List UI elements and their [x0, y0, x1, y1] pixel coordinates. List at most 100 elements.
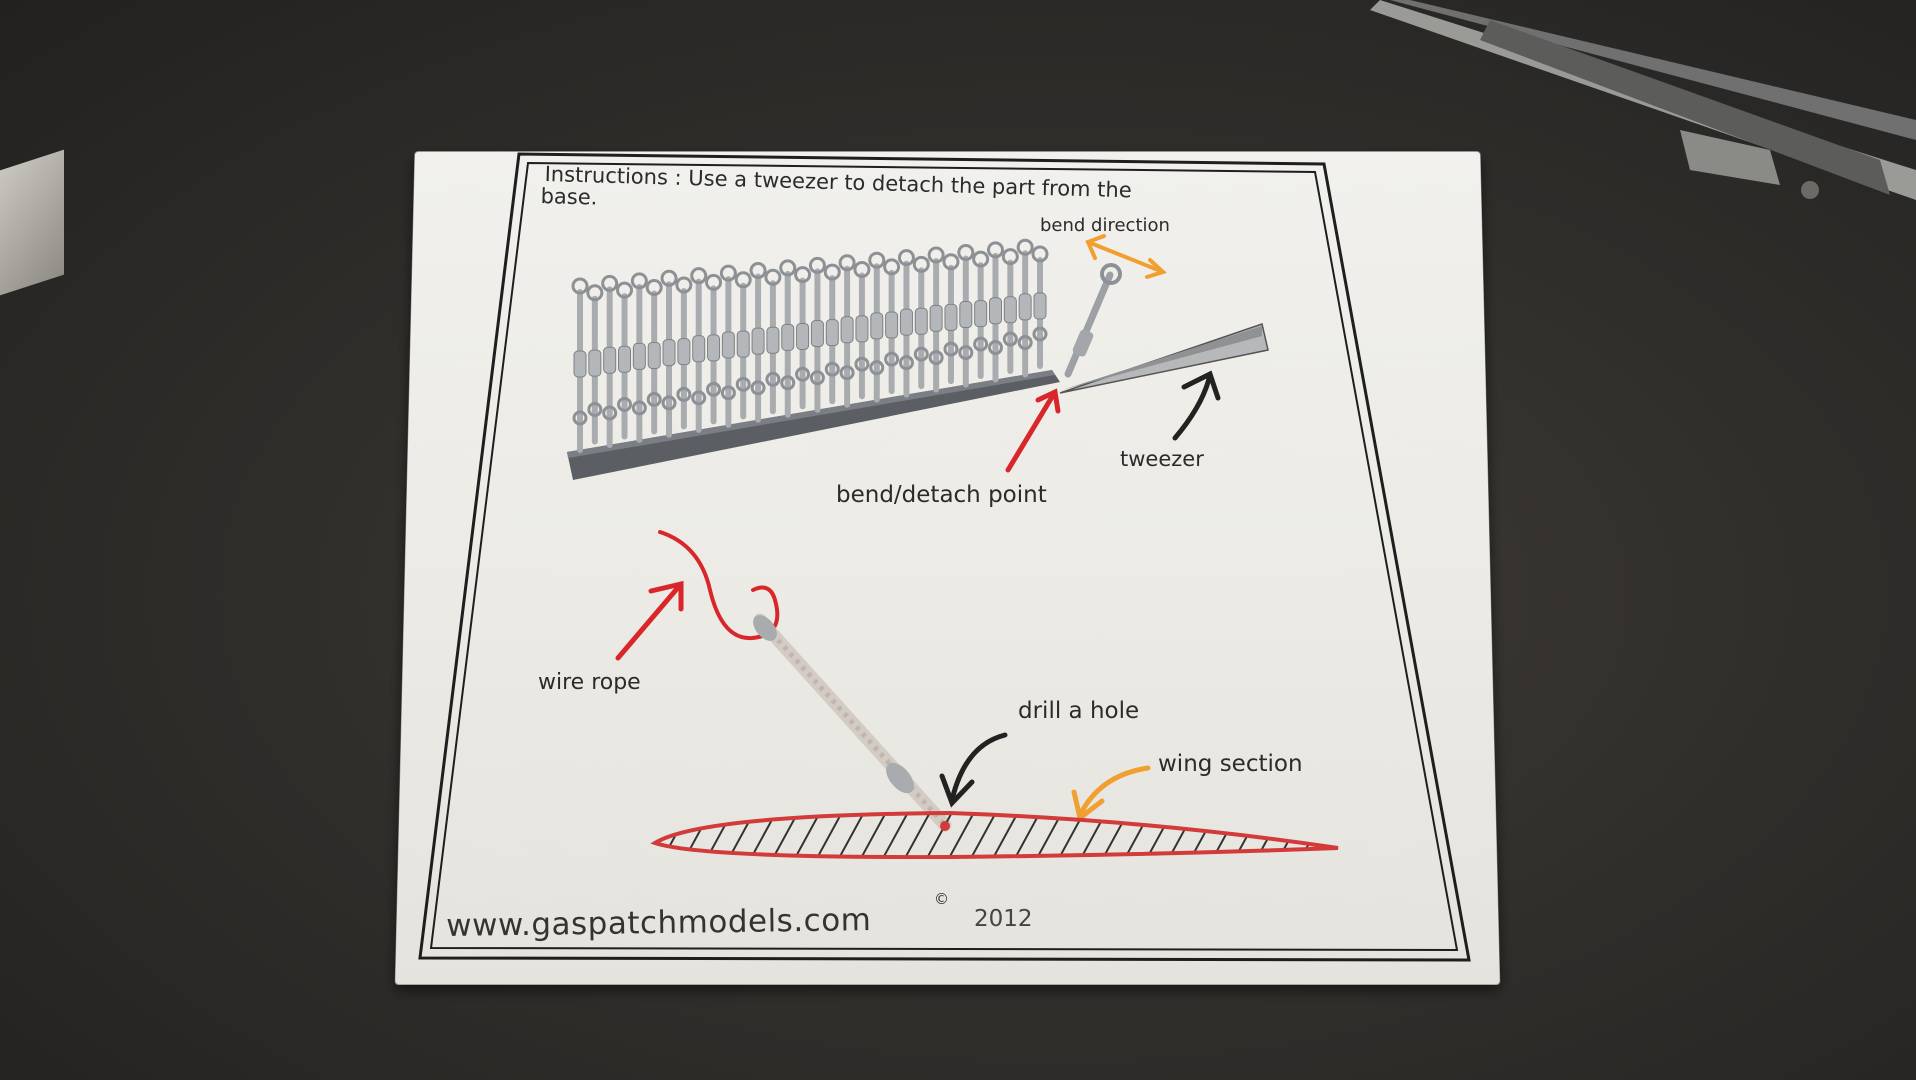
wire-rope-arrow-icon	[615, 580, 684, 661]
turnbuckle-body	[781, 323, 795, 351]
turnbuckle-joint	[587, 401, 603, 417]
turnbuckle-joint	[987, 340, 1003, 356]
turnbuckle-joint	[691, 390, 707, 406]
turnbuckle-eye	[734, 271, 752, 289]
turnbuckle-body	[988, 297, 1002, 325]
turnbuckle-eye	[868, 251, 886, 269]
instructions-line-2: base.	[540, 184, 598, 210]
turnbuckle-joint	[602, 405, 618, 421]
turnbuckle-body	[588, 349, 602, 377]
turnbuckle-joint	[646, 391, 662, 407]
drill-hole-arrow-icon	[939, 732, 1008, 808]
turnbuckle-eye	[690, 267, 708, 285]
turnbuckle-joint	[1017, 335, 1033, 351]
turnbuckle-joint	[884, 351, 900, 367]
turnbuckle-eye	[586, 284, 604, 302]
turnbuckle-joint	[750, 380, 766, 396]
turnbuckle-body	[766, 326, 780, 354]
turnbuckle-body	[855, 315, 869, 343]
turnbuckle-body	[751, 327, 765, 355]
turnbuckle-body	[914, 307, 928, 335]
turnbuckle-body	[1033, 292, 1047, 320]
turnbuckle-joint	[839, 365, 855, 381]
turnbuckle-eye	[601, 274, 619, 292]
turnbuckle-joint	[973, 336, 989, 352]
turnbuckle-eye	[927, 246, 945, 264]
turnbuckle-body	[796, 322, 810, 350]
turnbuckle-eye	[660, 269, 678, 287]
turnbuckle-body	[929, 304, 943, 332]
turnbuckle-joint	[928, 350, 944, 366]
turnbuckle-joint	[958, 345, 974, 361]
sprue-base	[567, 370, 1060, 480]
wing-hatch-line	[655, 813, 671, 858]
turnbuckle-joint	[572, 410, 588, 426]
detach-point-arrow-icon	[1005, 388, 1061, 473]
turnbuckle-body	[662, 339, 676, 367]
turnbuckle-eye	[779, 259, 797, 277]
turnbuckle-body	[885, 311, 899, 339]
turnbuckle-eye	[883, 258, 901, 276]
wing-section-drawing	[650, 805, 1374, 860]
turnbuckle-body	[810, 320, 824, 348]
tweezer-pointer-icon	[1172, 370, 1221, 441]
footer-year: 2012	[974, 906, 1033, 932]
wire-rope-drawing	[658, 530, 780, 641]
sheet-frame-inner	[429, 161, 1459, 952]
bend-direction-arrow-icon	[1085, 234, 1167, 279]
turnbuckle-eye	[705, 273, 723, 291]
turnbuckle-body	[1018, 293, 1032, 321]
turnbuckle-body	[840, 316, 854, 344]
turnbuckle-joint	[676, 386, 692, 402]
turnbuckle-eye	[571, 277, 589, 295]
turnbuckle-eye	[1031, 245, 1049, 263]
turnbuckle-joint	[854, 356, 870, 372]
turnbuckle-body	[677, 338, 691, 366]
turnbuckle-eye	[749, 262, 767, 280]
rope-body	[753, 613, 952, 832]
turnbuckle-joint	[1032, 326, 1048, 342]
turnbuckle-eye	[957, 243, 975, 261]
turnbuckle-eye	[764, 268, 782, 286]
turnbuckle-joint	[631, 400, 647, 416]
tweezer-drawing	[1059, 323, 1269, 394]
turnbuckle-eye	[897, 249, 915, 267]
wing-hatch-line	[1299, 813, 1331, 858]
turnbuckle-eye	[942, 253, 960, 271]
turnbuckle-body	[692, 335, 706, 363]
turnbuckle-body	[870, 312, 884, 340]
turnbuckle-eye	[1001, 248, 1019, 266]
turnbuckle-eye	[986, 241, 1004, 259]
turnbuckle-joint	[661, 395, 677, 411]
wing-hatch-line	[1344, 805, 1374, 860]
drill-hole-mark	[940, 821, 950, 831]
turnbuckle-body	[959, 301, 973, 329]
turnbuckle-joint	[617, 396, 633, 412]
turnbuckle-parts	[571, 238, 1049, 453]
label-tweezer: tweezer	[1120, 447, 1204, 471]
turnbuckle-eye	[645, 279, 663, 297]
label-wing-section: wing section	[1158, 751, 1303, 777]
turnbuckle-joint	[765, 371, 781, 387]
turnbuckle-body	[632, 342, 646, 370]
turnbuckle-body	[736, 330, 750, 358]
turnbuckle-body	[825, 319, 839, 347]
turnbuckle-body	[647, 341, 661, 369]
label-bend-detach-point: bend/detach point	[836, 482, 1047, 508]
turnbuckle-body	[618, 345, 632, 373]
turnbuckle-joint	[1002, 331, 1018, 347]
turnbuckle-eye	[972, 250, 990, 268]
turnbuckle-body	[974, 300, 988, 328]
turnbuckle-eye	[794, 266, 812, 284]
turnbuckle-body	[721, 331, 735, 359]
turnbuckle-body	[944, 303, 958, 331]
turnbuckle-eye	[823, 263, 841, 281]
turnbuckle-eye	[808, 256, 826, 274]
turnbuckle-joint	[720, 385, 736, 401]
footer-copyright-mark: ©	[934, 890, 949, 908]
turnbuckle-joint	[795, 366, 811, 382]
turnbuckle-body	[573, 350, 587, 378]
wing-section-arrow-icon	[1071, 765, 1151, 823]
